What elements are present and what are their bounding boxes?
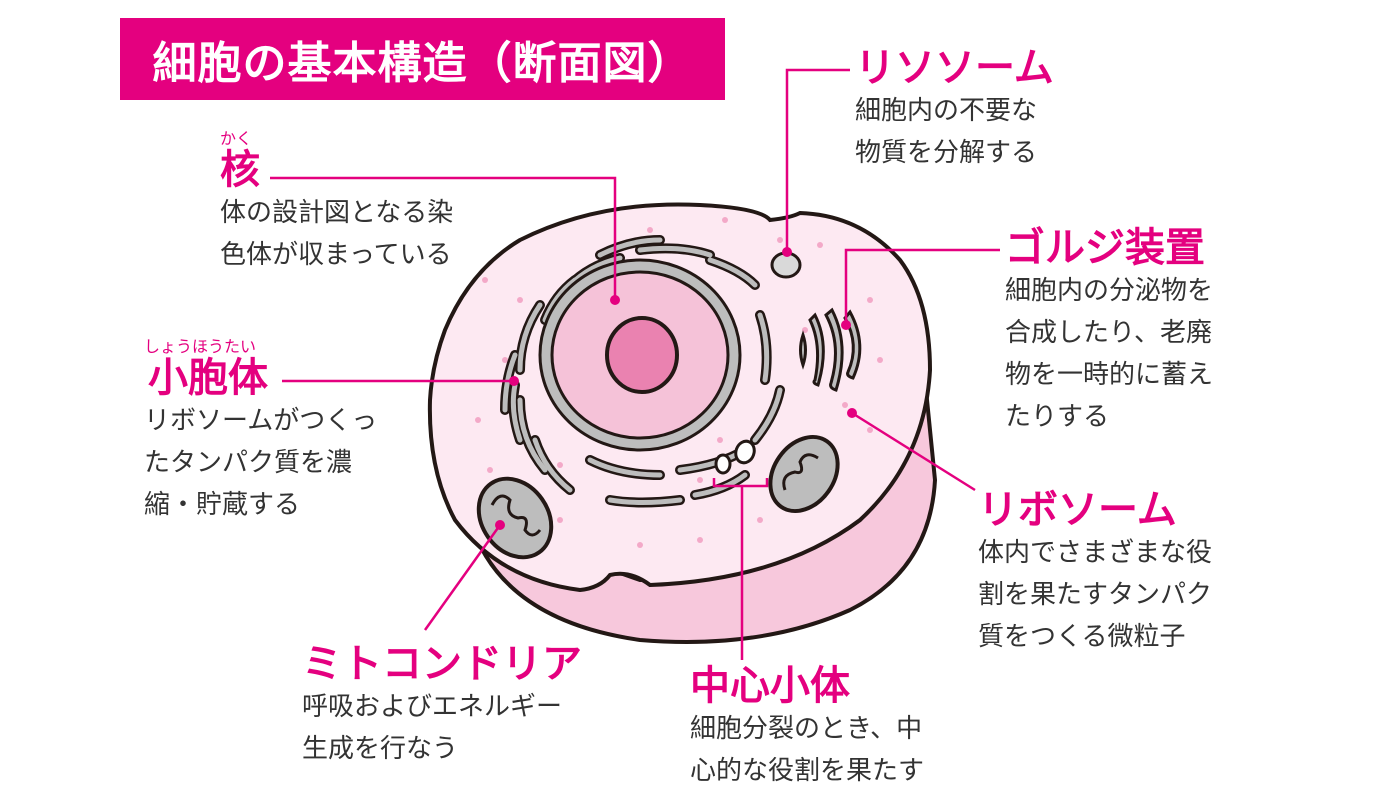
leader-ribosome bbox=[851, 411, 976, 492]
ribosome-desc-line-3: 質をつくる微粒子 bbox=[978, 622, 1186, 652]
label-nucleus: かく 核 体の設計図となる染 色体が収まっている bbox=[220, 130, 453, 276]
mitochondria-desc-line-1: 呼吸およびエネルギー bbox=[302, 692, 563, 722]
leader-dots bbox=[495, 247, 857, 530]
leader-lysosome bbox=[785, 68, 850, 252]
vesicle-heading: 小胞体 bbox=[148, 355, 268, 401]
nucleus-desc-line-1: 体の設計図となる染 bbox=[220, 198, 454, 228]
label-ribosome: リボソーム 体内でさまざまな役 割を果たすタンパク 質をつくる微粒子 bbox=[978, 488, 1212, 658]
title-banner: 細胞の基本構造（断面図） bbox=[120, 18, 725, 100]
mitochondria-desc-line-2: 生成を行なう bbox=[302, 734, 459, 764]
leader-lines bbox=[270, 68, 1000, 660]
ribosome-heading: リボソーム bbox=[978, 487, 1177, 533]
leader-centriole bbox=[712, 478, 769, 488]
lysosome-desc-line-1: 細胞内の不要な bbox=[855, 96, 1038, 126]
vesicle-desc-line-1: リボソームがつくっ bbox=[144, 406, 378, 436]
cytoplasm-specks bbox=[475, 217, 883, 548]
label-mitochondria: ミトコンドリア 呼吸およびエネルギー 生成を行なう bbox=[302, 642, 582, 770]
golgi-apparatus bbox=[799, 307, 862, 392]
mitochondrion-left bbox=[476, 476, 554, 560]
golgi-desc-line-4: たりする bbox=[1005, 402, 1110, 432]
label-golgi: ゴルジ装置 細胞内の分泌物を 合成したり、老廃 物を一時的に蓄え たりする bbox=[1005, 226, 1213, 438]
lysosome-desc-line-2: 物質を分解する bbox=[855, 138, 1038, 168]
ribosome-desc-line-2: 割を果たすタンパク bbox=[978, 580, 1213, 610]
golgi-heading: ゴルジ装置 bbox=[1005, 225, 1205, 271]
golgi-desc-line-2: 合成したり、老廃 bbox=[1005, 318, 1212, 348]
ribosome-desc-line-1: 体内でさまざまな役 bbox=[978, 538, 1213, 568]
nucleus-desc-line-2: 色体が収まっている bbox=[220, 240, 452, 270]
leader-golgi bbox=[844, 248, 1000, 325]
label-lysosome: リソソーム 細胞内の不要な 物質を分解する bbox=[855, 46, 1054, 174]
centriole-desc-line-1: 細胞分裂のとき、中 bbox=[690, 714, 923, 744]
nucleus-heading: 核 bbox=[220, 147, 260, 193]
lysosome-heading: リソソーム bbox=[855, 45, 1054, 91]
mitochondrion-right bbox=[768, 434, 840, 514]
nucleus-ruby: かく bbox=[220, 129, 253, 148]
vesicle-ruby: しょうほうたい bbox=[144, 337, 257, 356]
golgi-desc-line-3: 物を一時的に蓄え bbox=[1005, 360, 1214, 390]
diagram-title: 細胞の基本構造（断面図） bbox=[152, 38, 693, 89]
leader-mitochondria bbox=[423, 524, 502, 631]
golgi-desc-line-1: 細胞内の分泌物を bbox=[1005, 276, 1214, 306]
vesicle-desc-line-2: たタンパク質を濃 bbox=[144, 448, 353, 478]
leader-nucleus bbox=[270, 176, 617, 300]
centriole-heading: 中心小体 bbox=[690, 663, 850, 709]
centrioles bbox=[714, 439, 756, 475]
label-vesicle: しょうほうたい 小胞体 リボソームがつくっ たタンパク質を濃 縮・貯蔵する bbox=[144, 338, 377, 526]
centriole-desc-line-2: 心的な役割を果たす bbox=[690, 756, 925, 786]
label-centriole: 中心小体 細胞分裂のとき、中 心的な役割を果たす bbox=[690, 664, 924, 792]
mitochondria-heading: ミトコンドリア bbox=[302, 641, 582, 687]
nucleolus bbox=[605, 316, 679, 394]
vesicle-desc-line-3: 縮・貯蔵する bbox=[144, 490, 301, 520]
